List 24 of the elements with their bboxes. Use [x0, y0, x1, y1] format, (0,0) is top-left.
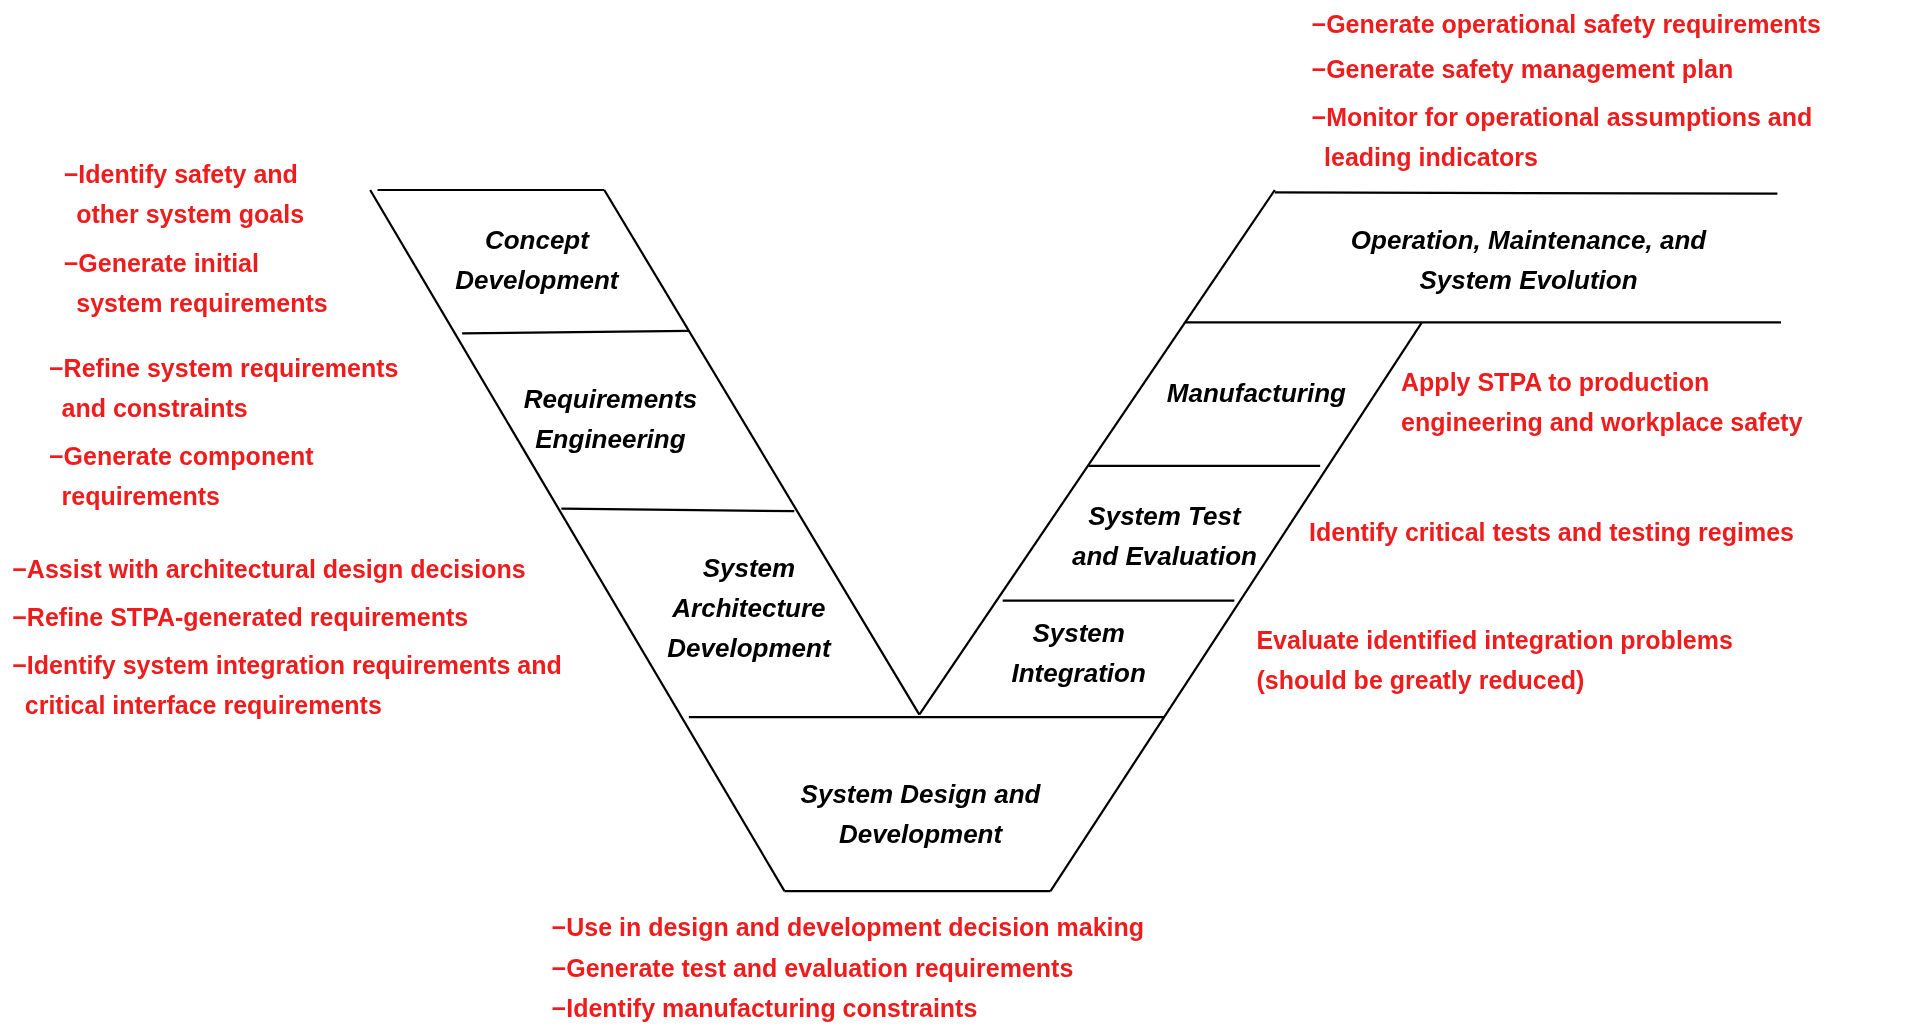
annotation-text: −Generate test and evaluation requirements — [551, 952, 1074, 984]
annotation-text: Identify critical tests and testing regimes — [1309, 517, 1794, 549]
annotation-text: −Refine system requirements and constraints — [49, 353, 400, 425]
phase-label: Requirements Engineering — [522, 383, 699, 457]
phase-label: System Test and Evaluation — [1071, 499, 1258, 573]
annotation-text: −Monitor for operational assumptions and leading indicators — [1311, 101, 1814, 173]
annotation-text: −Identify manufacturing constraints — [551, 992, 978, 1024]
phase-label: System Design and Development — [799, 777, 1042, 851]
phase-label: Manufacturing — [1165, 377, 1347, 411]
phase-label: Operation, Maintenance, and System Evolution — [1349, 223, 1708, 297]
annotation-text: −Identify system integration requirements and critical interface requirements — [12, 649, 563, 721]
annotation-text: −Generate operational safety requirements — [1311, 8, 1821, 40]
phase-label: Concept Development — [454, 223, 621, 297]
annotation-text: Evaluate identified integration problems (should be greatly reduced) — [1256, 625, 1734, 697]
annotation-text: Apply STPA to production engineering and workplace safety — [1401, 366, 1804, 438]
annotation-text: −Use in design and development decision making — [551, 912, 1145, 944]
phase-label: System Integration — [1010, 617, 1147, 691]
annotation-text: −Generate safety management plan — [1311, 54, 1734, 85]
annotation-text: −Generate initial system requirements — [63, 247, 329, 319]
annotation-text: −Assist with architectural design decisions — [12, 554, 526, 586]
phase-label: System Architecture Development — [666, 551, 833, 665]
annotation-text: −Generate component requirements — [49, 441, 315, 513]
annotation-text: −Identify safety and other system goals — [63, 159, 306, 231]
annotation-text: −Refine STPA-generated requirements — [12, 601, 469, 633]
